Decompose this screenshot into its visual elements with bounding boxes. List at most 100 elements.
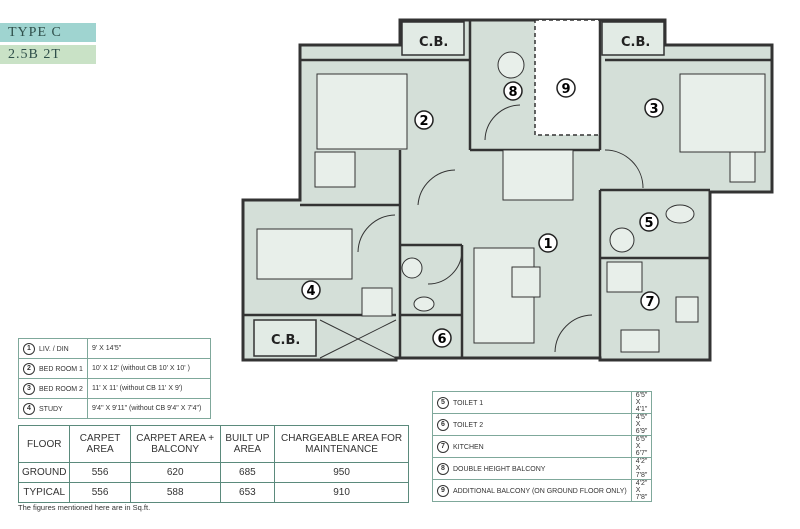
room-name-cell: 1 LIV. / DIN xyxy=(18,338,88,359)
header-floor: FLOOR xyxy=(17,425,71,463)
cell: 910 xyxy=(274,482,409,503)
room-marker-7: 7 xyxy=(640,291,660,311)
type-badge: TYPE C xyxy=(0,23,96,42)
room-name-cell: 2 BED ROOM 1 xyxy=(18,358,88,379)
room-number: 2 xyxy=(23,362,35,375)
cell: 556 xyxy=(69,482,131,503)
room-marker-label: 3 xyxy=(649,102,658,117)
room-size: 4'2" X 7'8" xyxy=(630,479,653,502)
room-marker-5: 5 xyxy=(639,212,659,232)
room-marker-label: 9 xyxy=(561,82,570,97)
room-name: STUDY xyxy=(39,405,63,413)
cb-label-3: C.B. xyxy=(271,333,300,348)
wardrobe-2 xyxy=(729,151,756,183)
cb-closet-bedroom2 xyxy=(601,21,665,56)
cb-label-2: C.B. xyxy=(621,35,650,50)
room-name-cell: 5 TOILET 1 xyxy=(432,391,632,414)
room-size: 10' X 12' (without CB 10' X 10' ) xyxy=(86,358,212,379)
bhk-badge: 2.5B 2T xyxy=(0,45,96,64)
room-number: 5 xyxy=(437,396,449,409)
table-row: GROUND 556 620 685 950 xyxy=(17,462,409,483)
room-marker-3: 3 xyxy=(644,98,664,118)
room-name: TOILET 1 xyxy=(453,399,484,407)
wc-t1 xyxy=(665,204,695,224)
room-marker-9: 9 xyxy=(556,78,576,98)
room-marker-label: 8 xyxy=(508,85,517,100)
cb-label-1: C.B. xyxy=(419,35,448,50)
cell: 588 xyxy=(129,482,221,503)
kitchen-stove xyxy=(620,329,660,353)
room-number: 6 xyxy=(437,418,449,431)
cell: GROUND xyxy=(17,462,71,483)
room-marker-6: 6 xyxy=(432,328,452,348)
room-name-cell: 9 ADDITIONAL BALCONY (ON GROUND FLOOR ONL… xyxy=(432,479,632,502)
room-name-cell: 3 BED ROOM 2 xyxy=(18,378,88,399)
coffee-table xyxy=(511,266,541,298)
study-desk xyxy=(361,287,393,317)
room-name: LIV. / DIN xyxy=(39,345,69,353)
room-marker-label: 7 xyxy=(645,295,654,310)
cb-closet-study xyxy=(253,319,317,357)
balcony-9-area xyxy=(534,19,601,136)
cell: 685 xyxy=(219,462,276,483)
kitchen-counter xyxy=(606,261,643,293)
room-marker-label: 6 xyxy=(437,332,446,347)
room-name: DOUBLE HEIGHT BALCONY xyxy=(453,465,546,473)
cell: TYPICAL xyxy=(17,482,71,503)
room-name-cell: 4 STUDY xyxy=(18,398,88,419)
header-carpet: CARPET AREA xyxy=(69,425,131,463)
room-name-cell: 8 DOUBLE HEIGHT BALCONY xyxy=(432,457,632,480)
room-marker-label: 2 xyxy=(419,114,428,129)
room-marker-4: 4 xyxy=(301,280,321,300)
room-number: 8 xyxy=(437,462,449,475)
study-sofa-bed xyxy=(256,228,353,280)
header-chargeable: CHARGEABLE AREA FOR MAINTENANCE xyxy=(274,425,409,463)
room-row: 7 KITCHEN 6'5" X 6'7" xyxy=(432,435,653,458)
wardrobe-1 xyxy=(314,151,356,188)
room-row: 6 TOILET 2 4'5" X 6'9" xyxy=(432,413,653,436)
room-name: TOILET 2 xyxy=(453,421,484,429)
room-row: 8 DOUBLE HEIGHT BALCONY 4'2" X 7'8" xyxy=(432,457,653,480)
room-size: 4'5" X 6'9" xyxy=(630,413,653,436)
cell: 620 xyxy=(129,462,221,483)
table-row: TYPICAL 556 588 653 910 xyxy=(17,482,409,503)
room-size: 6'5" X 6'7" xyxy=(630,435,653,458)
room-name: BED ROOM 2 xyxy=(39,385,83,393)
room-table-right: 5 TOILET 1 6'5" X 4'1" 6 TOILET 2 4'5" X 6'9"… xyxy=(432,391,653,502)
room-row: 5 TOILET 1 6'5" X 4'1" xyxy=(432,391,653,414)
room-marker-label: 4 xyxy=(306,284,315,299)
room-marker-label: 1 xyxy=(543,237,552,252)
room-name-cell: 7 KITCHEN xyxy=(432,435,632,458)
room-marker-8: 8 xyxy=(503,81,523,101)
bed-room2-bed xyxy=(679,73,766,153)
room-number: 3 xyxy=(23,382,35,395)
cell: 556 xyxy=(69,462,131,483)
wc-t2 xyxy=(413,296,435,312)
room-marker-1: 1 xyxy=(538,233,558,253)
room-size: 6'5" X 4'1" xyxy=(630,391,653,414)
room-name: KITCHEN xyxy=(453,443,484,451)
room-marker-label: 5 xyxy=(644,216,653,231)
cell: 950 xyxy=(274,462,409,483)
room-number: 4 xyxy=(23,402,35,415)
dining-table xyxy=(502,149,574,201)
room-size: 4'2" X 7'8" xyxy=(630,457,653,480)
bed-room1-bed xyxy=(316,73,408,150)
cb-closet-bedroom1 xyxy=(401,21,465,56)
room-row: 9 ADDITIONAL BALCONY (ON GROUND FLOOR ONL… xyxy=(432,479,653,502)
room-number: 1 xyxy=(23,342,35,355)
washbasin-t2 xyxy=(401,257,423,279)
room-name: BED ROOM 1 xyxy=(39,365,83,373)
room-number: 9 xyxy=(437,484,449,497)
room-number: 7 xyxy=(437,440,449,453)
room-name: ADDITIONAL BALCONY (ON GROUND FLOOR ONLY… xyxy=(453,487,627,495)
kitchen-sink xyxy=(675,296,699,323)
cell: 653 xyxy=(219,482,276,503)
balcony-8-table xyxy=(497,51,525,79)
room-size: 11' X 11' (without CB 11' X 9') xyxy=(86,378,212,399)
